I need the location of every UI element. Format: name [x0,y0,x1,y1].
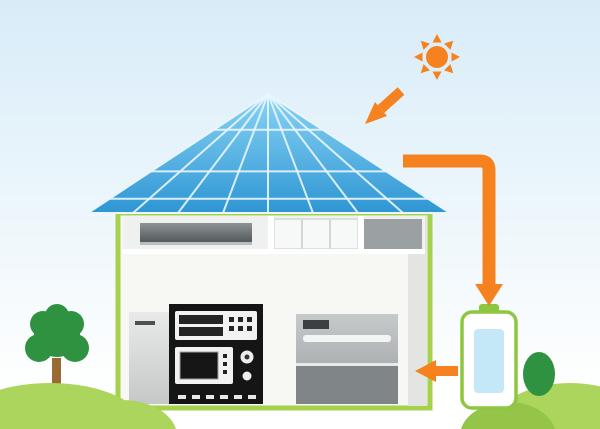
button-dot [238,326,243,331]
button-dot [220,395,228,399]
button-dot [238,317,243,322]
window-sill [123,249,425,254]
button-dot [234,395,242,399]
panel-grid-line [177,93,269,214]
knob-small [242,371,252,381]
wall-shade [408,216,427,406]
storage-battery [460,304,518,410]
solar-panel-grid [109,93,429,214]
panel-grid-line [267,93,359,214]
middle-window [273,218,359,250]
panel-grid-line [267,93,314,214]
tree-trunk [52,358,61,404]
dishwasher-handle [303,335,391,342]
button-dot [247,326,252,331]
arrow-battery-to-appliances [415,360,458,382]
sun-ray [432,34,442,43]
button-dot [223,362,227,366]
sun-core [426,46,448,68]
arrow-sunlight-to-roof [365,87,405,124]
left-tree [25,304,89,404]
button-dot [192,395,200,399]
tree-foliage [45,304,69,328]
appliances [129,304,398,404]
dishwasher-seam [296,363,398,366]
panel-grid-line [132,93,269,214]
panel-buttons [229,317,252,331]
dishwasher-door [296,366,398,404]
sun-ray [451,52,460,62]
arrow-head [415,360,436,382]
sun-ray [432,71,442,80]
button-dot [248,395,256,399]
button-dot [223,370,227,374]
button-dot [206,395,214,399]
display-bottom [179,327,223,336]
refrigerator-handle [135,321,155,325]
refrigerator [129,312,169,404]
button-dot [229,326,234,331]
sun-ray [414,52,423,62]
sun-ray [444,40,454,50]
button-dot [229,317,234,322]
button-dot [247,317,252,322]
panel-grid-line [267,93,404,214]
microwave-controls [223,354,227,374]
right-window [362,219,422,249]
arrow-shaft [403,154,496,288]
knob-center [244,354,250,360]
sun-ray [444,64,454,74]
house [115,210,433,411]
bottom-button-row [178,395,256,399]
window-divider [268,216,274,252]
greenery [0,304,600,429]
sun-icon [414,34,460,80]
arrow-shaft [377,87,405,113]
display-top [179,315,223,324]
refrigerator-body [129,312,169,404]
second-floor-windows [123,216,425,254]
left-bush-lobe [68,400,176,429]
dishwasher-control [303,320,329,329]
arrow-head [475,284,503,306]
button-dot [223,354,227,358]
button-dot [178,395,186,399]
tree-foliage [25,334,53,362]
dishwasher [296,314,398,404]
solar-panel-roof [84,92,454,214]
window-divider [358,216,364,252]
sun-ray [420,64,430,74]
panel-grid-line [222,93,269,214]
battery-charge-level [474,329,504,393]
vent-hood-edge [140,242,252,245]
arrow-head [365,102,387,124]
arrow-roof-to-battery [403,154,503,306]
tree-foliage [61,334,89,362]
microwave-window [179,351,219,380]
right-tree [523,352,555,396]
vent-hood [140,223,252,242]
sun-ray [420,40,430,50]
cooker-unit [169,304,263,404]
